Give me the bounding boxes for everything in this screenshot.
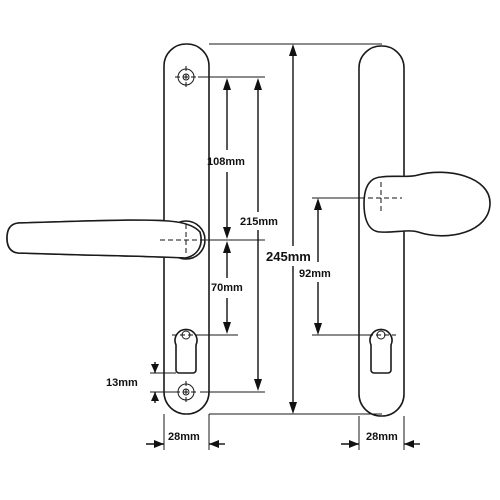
right-knob-assembly [358, 45, 491, 417]
dim-28-right-label: 28mm [366, 431, 398, 443]
dimension-13mm: 13mm [106, 362, 159, 403]
dim-28-left-label: 28mm [168, 431, 200, 443]
dim-70-label: 70mm [211, 282, 243, 294]
dimension-70mm: 70mm [211, 241, 243, 334]
extension-lines [150, 43, 405, 450]
dimension-28mm-right: 28mm [341, 431, 420, 448]
dim-92-label: 92mm [299, 268, 331, 280]
dimension-92mm: 92mm [299, 198, 331, 335]
left-handle-assembly [6, 43, 214, 415]
dim-245-label: 245mm [266, 249, 311, 264]
dimension-108mm: 108mm [207, 78, 245, 239]
dim-13-label: 13mm [106, 377, 138, 389]
left-euro-cylinder-cutout [174, 328, 198, 374]
dim-215-label: 215mm [240, 216, 278, 228]
oval-knob [363, 171, 491, 237]
right-euro-cylinder-cutout [369, 328, 393, 374]
dim-108-label: 108mm [207, 156, 245, 168]
dimension-245mm: 245mm [266, 44, 311, 414]
dimension-28mm-left: 28mm [146, 431, 225, 448]
dimension-215mm: 215mm [240, 78, 278, 391]
lever-handle-front [6, 219, 202, 259]
